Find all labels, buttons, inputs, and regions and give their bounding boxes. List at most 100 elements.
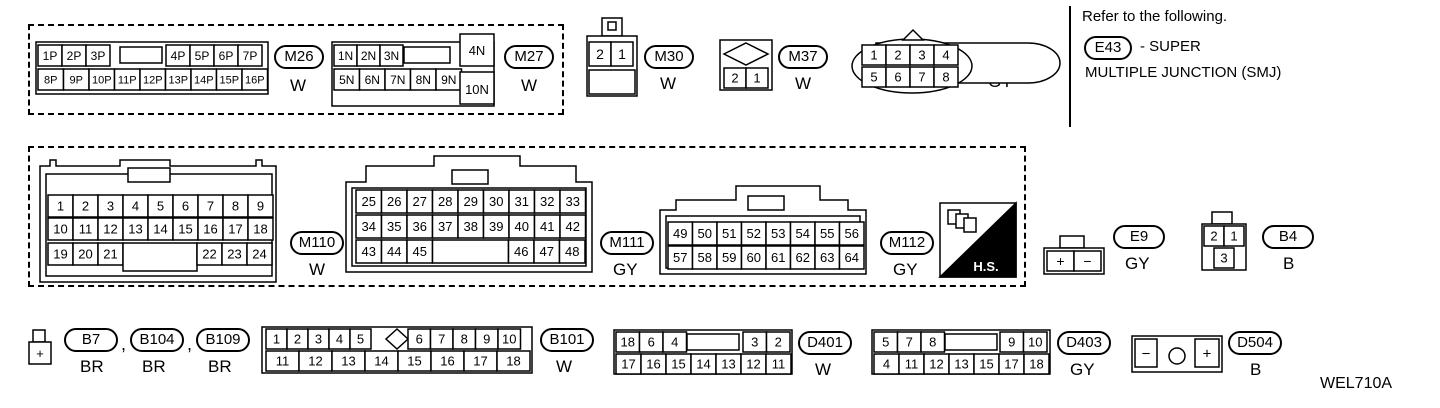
connector-badge-m110: M110 bbox=[290, 231, 344, 255]
pin-label: 20 bbox=[78, 247, 92, 262]
latch-slot bbox=[119, 46, 163, 64]
pin-label: 30 bbox=[489, 194, 503, 209]
pin-label: 12 bbox=[746, 357, 760, 372]
pin-cell bbox=[459, 71, 495, 105]
pin-label: 47 bbox=[540, 244, 554, 259]
pin-label: 6P bbox=[219, 49, 234, 63]
connector-badge-m26: M26 bbox=[274, 45, 324, 69]
pin-label: 2 bbox=[294, 332, 301, 347]
wire-color-m111: GY bbox=[613, 260, 638, 279]
pin-label: 3 bbox=[751, 335, 758, 350]
pin-cell bbox=[122, 242, 198, 272]
latch-slot bbox=[607, 21, 617, 31]
reference-line-3: MULTIPLE JUNCTION (SMJ) bbox=[1085, 64, 1282, 81]
separator-comma: , bbox=[121, 334, 127, 354]
pin-label: 18 bbox=[1029, 357, 1043, 372]
pin-label: 6 bbox=[894, 70, 901, 85]
pin-label: 11 bbox=[772, 357, 786, 372]
pin-label: 10N bbox=[465, 82, 489, 97]
pin-label: 61 bbox=[771, 250, 785, 265]
pin-cell bbox=[379, 44, 404, 67]
wire-color-d401: W bbox=[815, 360, 832, 379]
pin-label: 5 bbox=[157, 199, 164, 214]
pin-label: 38 bbox=[464, 219, 478, 234]
pin-cell bbox=[247, 217, 274, 241]
pin-label: 11 bbox=[276, 354, 290, 369]
pin-label: + bbox=[1203, 345, 1212, 362]
pin-label: 17 bbox=[621, 357, 635, 372]
pin-label: 6N bbox=[365, 73, 380, 87]
wire-color-b104: BR bbox=[142, 357, 166, 376]
pin-label: 8N bbox=[416, 73, 431, 87]
pin-cell bbox=[496, 350, 531, 372]
connector-id: B4 bbox=[1278, 228, 1298, 245]
pin-label: 14 bbox=[153, 222, 167, 237]
pin-label: 17 bbox=[1004, 357, 1018, 372]
reference-line-1: Refer to the following. bbox=[1082, 8, 1228, 25]
pin-label: 37 bbox=[438, 219, 452, 234]
pin-label: 53 bbox=[771, 226, 785, 241]
pin-label: 19 bbox=[53, 247, 67, 262]
pin-label: 6 bbox=[416, 332, 423, 347]
pin-label: 8P bbox=[44, 74, 57, 86]
pin-label: 15 bbox=[407, 354, 421, 369]
pin-label: 8 bbox=[942, 70, 949, 85]
pin-cell bbox=[459, 33, 495, 67]
pin-label: 59 bbox=[722, 250, 736, 265]
pin-label: 10 bbox=[502, 332, 516, 347]
pin-cell bbox=[247, 194, 274, 218]
pin-cell bbox=[1022, 331, 1048, 353]
connector-badge-e9: E9 bbox=[1113, 225, 1165, 249]
latch-slot bbox=[944, 333, 998, 351]
wire-color-d504: B bbox=[1250, 360, 1262, 379]
pin-label: 62 bbox=[796, 250, 810, 265]
pin-label: 43 bbox=[362, 244, 376, 259]
pin-label: 3 bbox=[315, 332, 322, 347]
pin-label: 23 bbox=[227, 247, 241, 262]
pin-label: 52 bbox=[747, 226, 761, 241]
connector-badge-b101: B101 bbox=[540, 328, 594, 352]
connector-id: D401 bbox=[807, 334, 843, 351]
reference-connector-badge: E43 bbox=[1084, 36, 1132, 60]
connector-latch bbox=[32, 329, 46, 343]
pin-label: 4 bbox=[671, 335, 678, 350]
pin-cell bbox=[246, 242, 273, 266]
group-middle-frame bbox=[28, 146, 1026, 287]
pin-label: 18 bbox=[253, 222, 267, 237]
pin-label: 51 bbox=[722, 226, 736, 241]
pin-label: 3P bbox=[91, 49, 106, 63]
pin-label: 5 bbox=[357, 332, 364, 347]
pin-cell bbox=[1023, 353, 1050, 375]
connector-id: D403 bbox=[1066, 334, 1102, 351]
pin-cell bbox=[1073, 250, 1102, 272]
pin-cell bbox=[237, 44, 263, 67]
pin-label: 16 bbox=[646, 357, 660, 372]
pin-label: 57 bbox=[673, 250, 687, 265]
pin-cell bbox=[558, 239, 586, 264]
hs-symbol-fill bbox=[938, 201, 1017, 278]
connector-id: B101 bbox=[549, 331, 585, 348]
pin-label: 6 bbox=[182, 199, 189, 214]
pin-label: 50 bbox=[698, 226, 712, 241]
wire-color-d403: GY bbox=[1070, 360, 1095, 379]
pin-label: 24 bbox=[252, 247, 266, 262]
connector-id: B109 bbox=[205, 331, 241, 348]
pin-label: 26 bbox=[387, 194, 401, 209]
connector-badge-m30: M30 bbox=[644, 45, 694, 69]
connector-badge-m37: M37 bbox=[778, 45, 828, 69]
latch-slot bbox=[686, 333, 740, 351]
pin-label: 7P bbox=[243, 49, 258, 63]
hs-connector-glyph bbox=[963, 217, 977, 233]
figure-code: WEL710A bbox=[1320, 375, 1393, 392]
pin-label: 8 bbox=[929, 335, 936, 350]
pin-cell bbox=[559, 189, 587, 214]
pin-label: 31 bbox=[515, 194, 529, 209]
pin-label: 1P bbox=[43, 49, 58, 63]
pin-label: 13 bbox=[128, 222, 142, 237]
connector-id: M37 bbox=[788, 48, 818, 65]
connector-id: D504 bbox=[1237, 334, 1273, 351]
pin-cell bbox=[349, 328, 372, 350]
pin-cell bbox=[933, 66, 959, 88]
pin-label: 9N bbox=[441, 73, 456, 87]
latch-slot bbox=[451, 169, 489, 185]
